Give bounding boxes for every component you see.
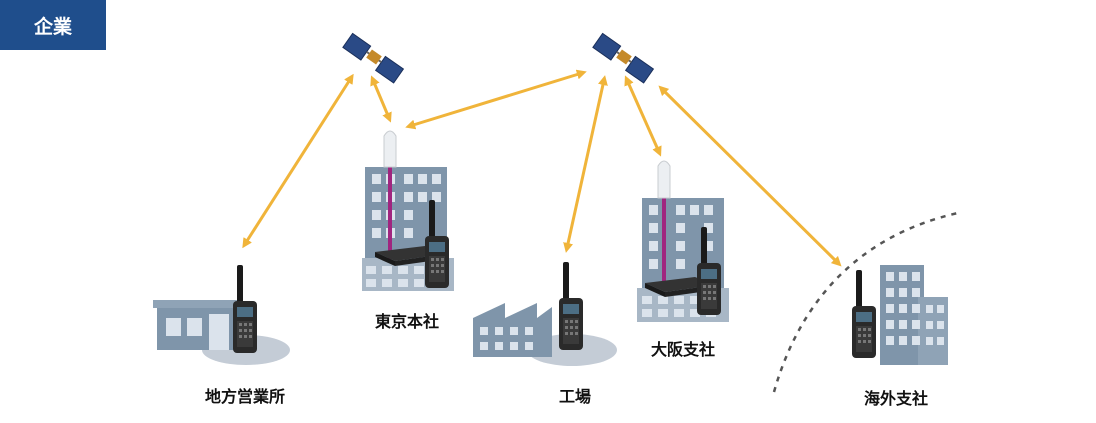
handheld-radio-icon [852,270,876,358]
overseas-branch-building-icon [880,265,948,365]
link-arrow [624,75,662,157]
link-arrow [242,73,354,249]
handheld-radio-icon [559,262,583,350]
satellite-icon [341,32,405,84]
antenna-icon [383,130,397,168]
factory-building-icon [473,303,617,366]
tokyo-hq-label: 東京本社 [374,312,440,331]
osaka-branch-label: 大阪支社 [650,340,716,359]
overseas-branch-label: 海外支社 [863,389,929,408]
satellite-icon [591,32,655,84]
link-arrow [658,85,842,267]
regional-office-building-icon [153,300,290,365]
factory-label: 工場 [558,387,592,406]
overseas-boundary [772,211,959,393]
handheld-radio-icon [233,265,257,353]
link-arrow [405,69,587,130]
antenna-icon [657,160,671,199]
link-arrow [563,75,608,253]
category-tag: 企業 [0,0,106,50]
link-arrow [370,75,392,123]
regional-office-label: 地方営業所 [204,387,286,406]
